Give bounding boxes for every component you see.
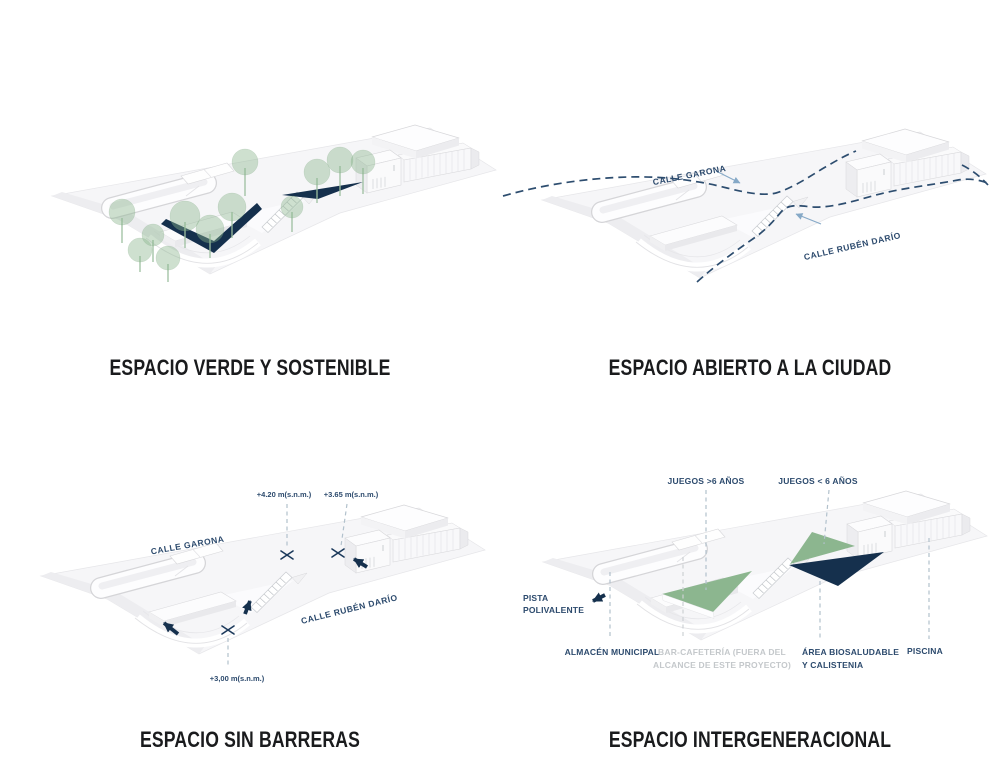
label-elevation-low: +3,00 m(s.n.m.) [210,674,265,683]
diagram-espacio-sin-barreras: +4.20 m(s.n.m.) +3.65 m(s.n.m.) +3,00 m(… [41,490,485,683]
ruben-pointer-arrow-icon [795,213,822,225]
diagram-espacio-intergeneracional: JUEGOS >6 AÑOS JUEGOS < 6 AÑOS PISTA POL… [523,476,987,670]
label-area-biosaludable-line1: ÁREA BIOSALUDABLE [802,647,899,657]
program-areas [661,532,884,619]
label-elevation-mid: +3.65 m(s.n.m.) [324,490,379,499]
accessibility-arrows [162,557,368,636]
label-piscina: PISCINA [907,646,943,656]
label-juegos-mayores: JUEGOS >6 AÑOS [668,476,745,486]
route-calle-ruben-dario [696,178,988,283]
area-biosaludable-shape [789,552,884,586]
diagram-espacio-abierto: CALLE GARONA CALLE RUBÉN DARÍO [502,129,989,283]
label-bar-cafeteria-line1: BAR-CAFETERÍA (FUERA DEL [658,647,786,657]
diagram-espacio-verde [52,125,496,282]
title-espacio-intergeneracional: ESPACIO INTERGENERACIONAL [608,727,892,752]
label-juegos-menores: JUEGOS < 6 AÑOS [778,476,858,486]
x-marker-low [221,625,235,635]
spot-level-markers [221,548,345,635]
access-arrow-icon [353,557,368,569]
label-pista-line2: POLIVALENTE [523,605,584,615]
label-elevation-high: +4.20 m(s.n.m.) [257,490,312,499]
area-juegos-menores [790,532,855,564]
x-marker-high [280,550,294,560]
garona-pointer-arrow-icon [715,170,741,184]
access-arrow-icon [162,621,180,636]
pista-direction-arrow-icon [592,592,606,603]
title-espacio-abierto: ESPACIO ABIERTO A LA CIUDAD [608,355,892,380]
title-espacio-sin-barreras: ESPACIO SIN BARRERAS [140,727,360,752]
label-calle-ruben-dario: CALLE RUBÉN DARÍO [803,230,902,262]
trees [108,146,376,282]
label-area-biosaludable-line2: Y CALISTENIA [802,660,863,670]
access-arrow-icon [242,600,252,615]
label-almacen-municipal: ALMACÉN MUNICIPAL [565,647,660,657]
green-area-navy-wedges [161,182,363,253]
route-calle-garona [502,150,857,197]
label-bar-cafeteria-line2: ALCANCE DE ESTE PROYECTO) [653,660,791,670]
title-espacio-verde: ESPACIO VERDE Y SOSTENIBLE [109,355,391,380]
leader-lines [609,489,930,639]
label-pista-line1: PISTA [523,593,548,603]
x-marker-mid [331,548,345,558]
pedestrian-routes [502,150,989,283]
